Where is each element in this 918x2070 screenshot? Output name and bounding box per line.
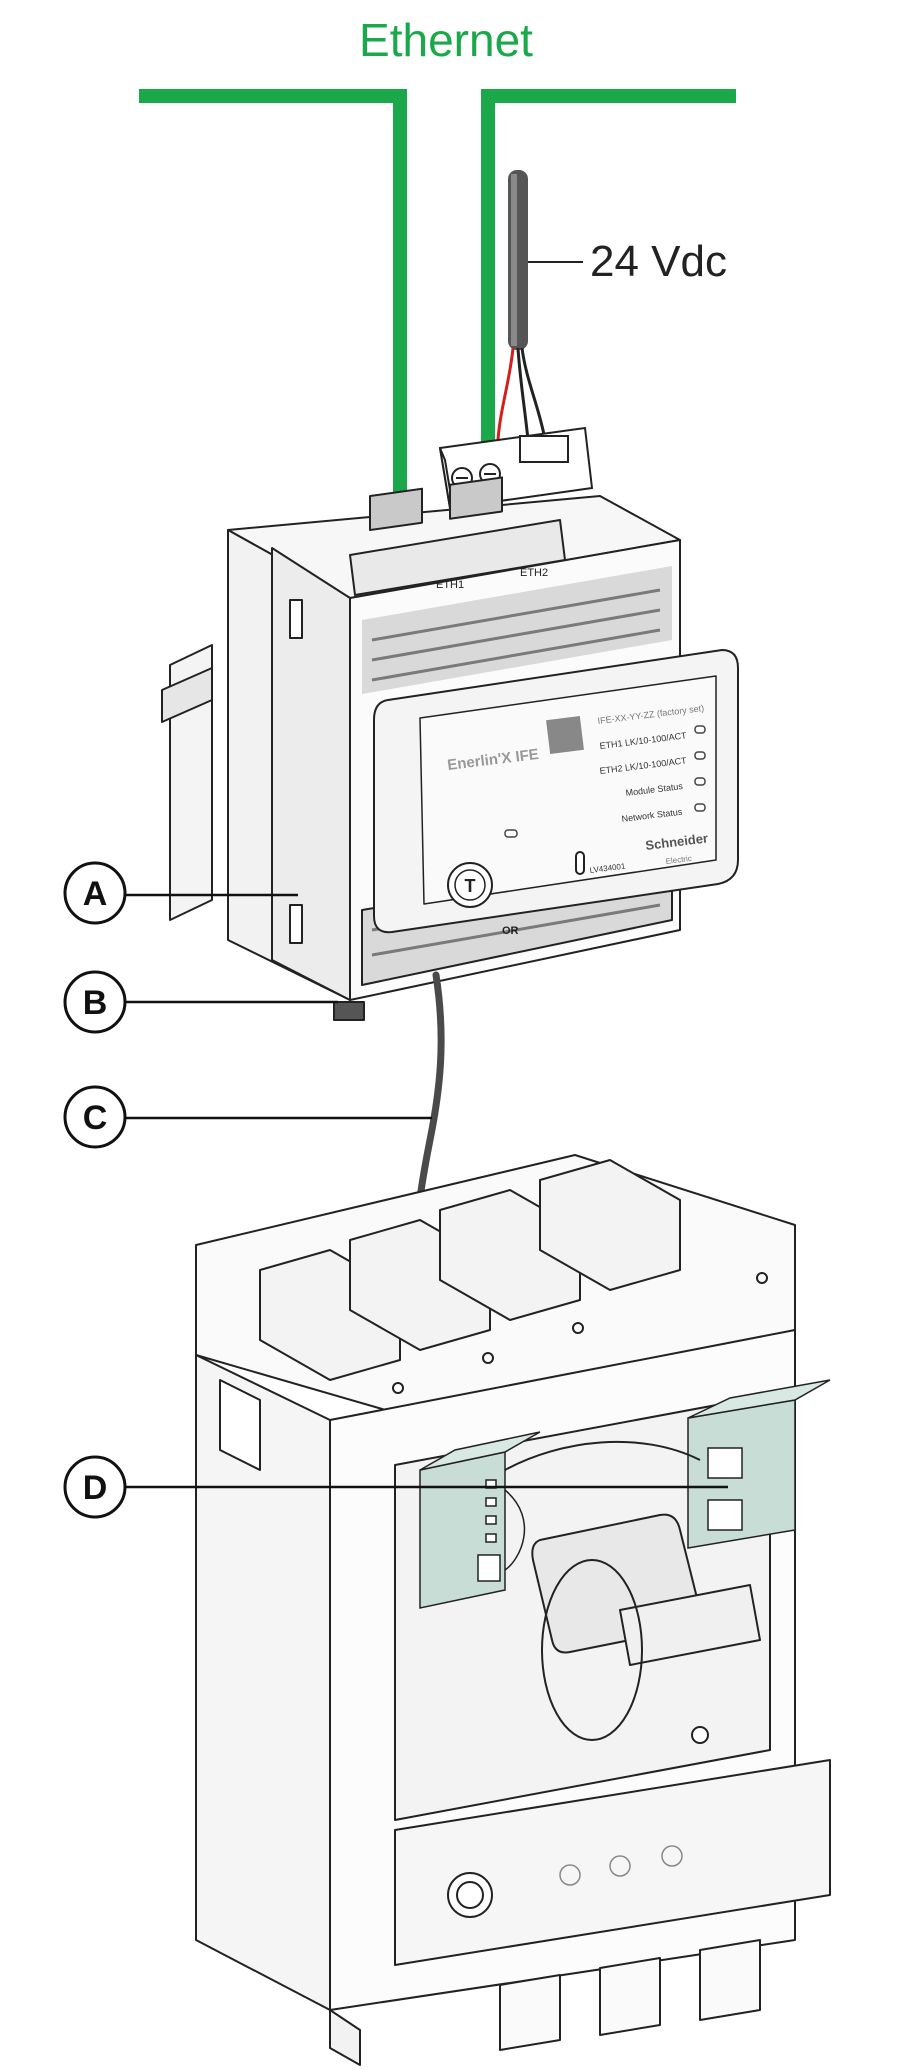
vent-grille-top	[362, 566, 672, 694]
callout-b-label: B	[83, 984, 108, 1022]
ethernet-label: Ethernet	[359, 14, 533, 66]
eth2-port-label: ETH2	[520, 567, 548, 579]
supply-cable	[496, 170, 547, 441]
callout-c-label: C	[83, 1099, 108, 1137]
ethernet-cable-2	[481, 89, 736, 552]
callout-b-circle	[63, 970, 127, 1034]
ulp-port[interactable]	[333, 1001, 365, 1021]
callout-c-circle	[63, 1085, 127, 1149]
eth1-port-label: ETH1	[436, 579, 464, 591]
qr-code	[546, 716, 584, 754]
callouts: A B C D	[63, 861, 728, 1519]
or-label: OR	[502, 925, 519, 937]
led-eth2	[694, 751, 706, 760]
callout-a-label: A	[83, 875, 108, 913]
circuit-breaker	[195, 1154, 831, 2066]
ulp-adapters	[419, 1379, 831, 1609]
trip-unit	[394, 1759, 831, 1966]
brand-sub: Electric	[665, 854, 692, 866]
led-eth1	[694, 725, 706, 734]
ethernet-cables	[139, 89, 736, 582]
bscm-adapter-left	[419, 1451, 506, 1609]
led-indicators	[504, 725, 706, 838]
ethernet-cable-1	[139, 89, 407, 582]
ife-module: ETH1 ETH2	[161, 476, 739, 1021]
callout-d-label: D	[83, 1469, 108, 1507]
callout-d-circle	[63, 1455, 127, 1519]
module-reference: LV434001	[589, 862, 626, 875]
led-module-status	[694, 777, 706, 786]
test-button-label: T	[465, 876, 476, 896]
led-network-status	[694, 803, 706, 812]
supply-label: 24 Vdc	[590, 237, 727, 286]
eth1-port[interactable]	[369, 487, 423, 532]
callout-a-circle	[63, 861, 127, 925]
eth2-port[interactable]	[449, 476, 503, 520]
